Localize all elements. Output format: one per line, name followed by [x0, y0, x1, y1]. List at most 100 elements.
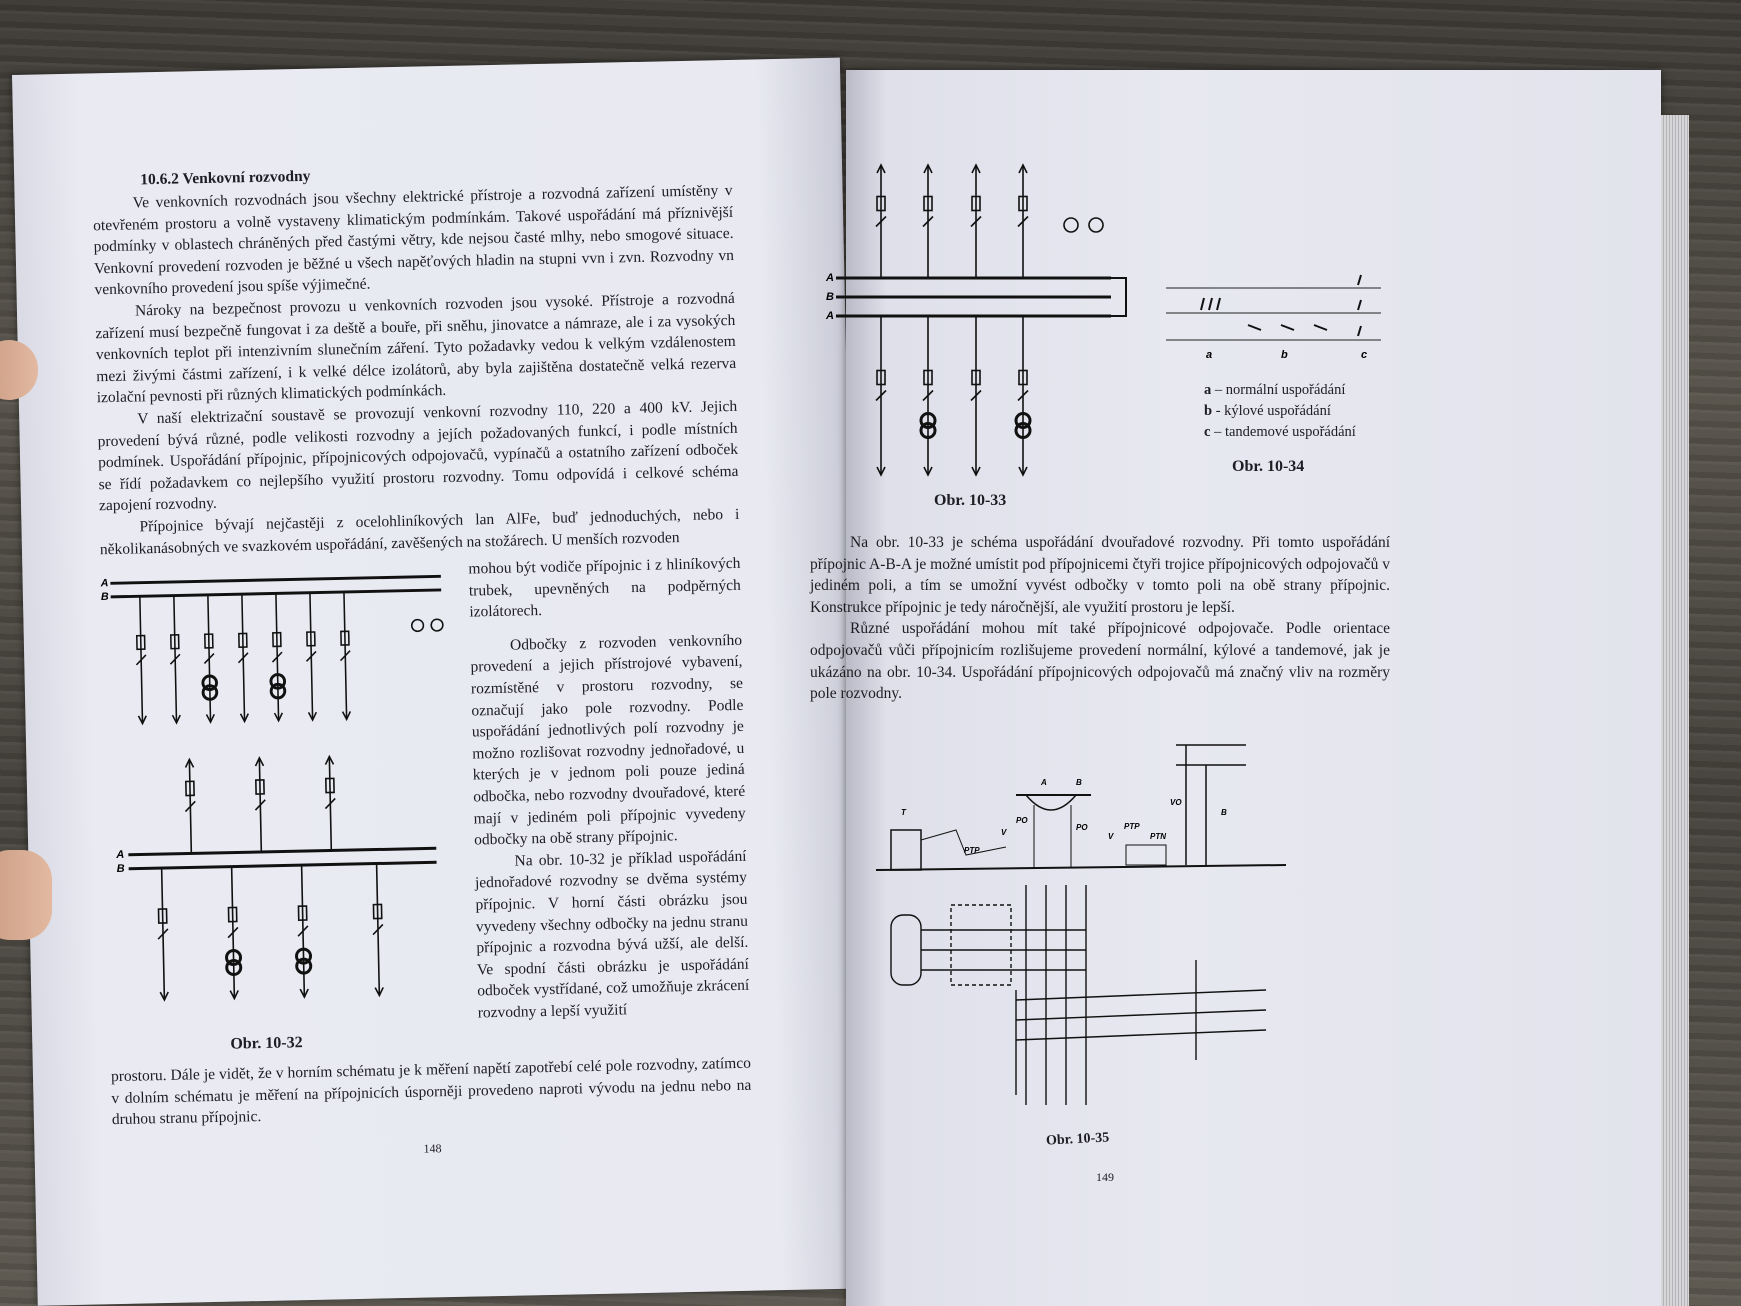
label: A [1040, 778, 1047, 787]
legend-text: - kýlové uspořádání [1212, 403, 1331, 419]
arrow-icon [137, 715, 147, 726]
arrow-icon [171, 714, 181, 725]
figure-10-35-diagram: T PTP V PO A B PO V PTP PTN VO B [875, 744, 1287, 1105]
disconnector-symbol [297, 925, 309, 937]
voltage-transformer-symbol [430, 618, 444, 632]
disconnector-symbol [237, 652, 249, 664]
arrow-icon [324, 754, 335, 766]
page-number: 149 [1096, 1170, 1114, 1184]
paragraph: prostoru. Dále je vidět, že v horním sch… [110, 1054, 752, 1129]
transformer-symbol [201, 674, 218, 692]
disconnector-symbol [339, 650, 351, 662]
disconnector-symbol [1017, 389, 1029, 402]
paragraph: Odbočky z rozvoden venkovního provedení … [470, 631, 746, 849]
disconnector-symbol [970, 215, 982, 228]
figure-10-32-top-diagram: A B [100, 574, 444, 726]
arrow-icon [923, 466, 933, 477]
disconnector-symbol [922, 389, 934, 402]
arrow-icon [876, 466, 886, 477]
transformer-symbol [1014, 412, 1032, 429]
figure-and-column-section: A B A B Obr. 10-32 mohou být vodiče příp… [100, 553, 750, 1066]
disconnector-symbol [875, 389, 887, 402]
breaker-symbol [1018, 195, 1028, 212]
transformer-symbol [295, 957, 313, 975]
paragraph: Na obr. 10-32 je příklad uspořádání jedn… [474, 847, 750, 1022]
page-number: 148 [423, 1141, 442, 1156]
paragraph: Nároky na bezpečnost provozu u venkovníc… [95, 289, 737, 407]
breaker-symbol [971, 195, 981, 212]
figure-10-34-legend: a – normální uspořádání b - kýlové uspoř… [1204, 380, 1356, 443]
disconnector-symbol [227, 926, 239, 939]
arrow-icon [971, 163, 981, 174]
transformer-symbol [269, 673, 287, 690]
disconnector-symbol [184, 800, 196, 813]
disconnector-symbol [324, 797, 336, 810]
arrow-icon [1018, 163, 1028, 174]
arrow-icon [229, 990, 239, 1001]
disconnector-symbol [271, 651, 283, 663]
breaker-symbol [204, 633, 214, 649]
column-label-a: a [1206, 349, 1212, 361]
label: PO [1076, 823, 1088, 832]
bus-label-a: A [825, 272, 834, 284]
transformer-symbol [919, 412, 937, 429]
disconnector-symbol [135, 654, 147, 666]
label: PTP [1124, 822, 1140, 831]
breaker-symbol [923, 369, 933, 386]
disconnector-symbol [203, 653, 215, 665]
figure-10-34-diagram: a b c [1166, 274, 1381, 361]
label: PTN [1150, 832, 1166, 841]
arrow-icon [374, 987, 384, 998]
breaker-symbol [297, 905, 308, 922]
transformer-symbol [269, 682, 287, 700]
label: V [1108, 832, 1114, 841]
breaker-symbol [238, 632, 248, 649]
disconnector-symbol [305, 650, 317, 662]
column-label-c: c [1361, 349, 1367, 361]
breaker-symbol [372, 903, 383, 920]
label: T [901, 808, 907, 817]
arrow-icon [273, 712, 284, 723]
breaker-symbol [324, 777, 335, 794]
arrow-icon [876, 163, 886, 174]
breaker-symbol [923, 195, 933, 212]
body-text-column: mohou být vodiče přípojnic i z hliníkový… [468, 553, 750, 1059]
voltage-transformer-symbol [1063, 217, 1079, 233]
arrow-icon [239, 713, 249, 724]
voltage-transformer-symbol [410, 618, 425, 633]
disconnector-symbol [922, 215, 934, 228]
label: PTP [964, 846, 980, 855]
arrow-icon [299, 988, 309, 999]
breaker-symbol [340, 630, 350, 646]
figure-10-32: A B A B Obr. 10-32 [100, 559, 462, 1066]
disconnector-symbol [372, 923, 384, 936]
disconnector-symbol [875, 215, 887, 228]
thumb [0, 850, 52, 940]
bus-label-b: B [826, 291, 834, 303]
breaker-symbol [185, 780, 195, 797]
figure-caption-10-34: Obr. 10-34 [1232, 458, 1305, 475]
bus-label-a: A [115, 849, 124, 861]
transformer-symbol [919, 422, 937, 439]
arrow-icon [254, 756, 265, 767]
right-page: A B A Obr. 10-33 a b c a – normální uspo… [810, 70, 1689, 1306]
label: B [1076, 778, 1082, 787]
label: V [1001, 828, 1007, 837]
paragraph: mohou být vodiče přípojnic i z hliníkový… [468, 554, 742, 621]
paragraph: Různé uspořádání mohou mít také přípojni… [810, 620, 1390, 703]
bus-label-a: A [825, 310, 834, 322]
column-label-b: b [1281, 349, 1288, 361]
paragraph: Na obr. 10-33 je schéma uspořádání dvouř… [810, 534, 1390, 616]
breaker-symbol [876, 369, 886, 386]
arrow-icon [341, 711, 352, 722]
arrow-icon [971, 466, 981, 477]
label: B [1221, 808, 1227, 817]
label: PO [1016, 816, 1028, 825]
breaker-symbol [157, 908, 168, 925]
breaker-symbol [169, 634, 180, 650]
arrow-icon [307, 711, 318, 722]
disconnector-symbol [157, 928, 169, 940]
breaker-symbol [227, 906, 238, 923]
figure-10-33-diagram: A B A [825, 163, 1127, 477]
legend-text: – tandemové uspořádání [1210, 424, 1356, 440]
